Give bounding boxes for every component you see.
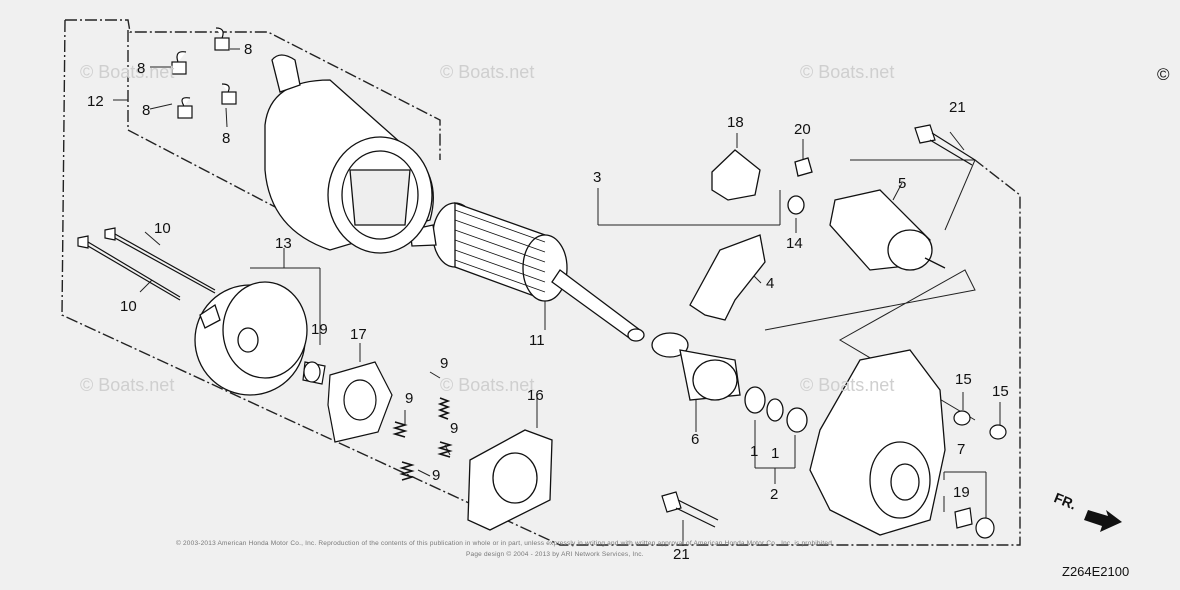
nut-parts [787, 157, 813, 215]
callout-2[interactable]: 2 [770, 486, 779, 503]
lever-holder-part [711, 149, 761, 201]
callout-8[interactable]: 8 [142, 102, 151, 119]
shift-lever-part [689, 234, 766, 321]
callout-21[interactable]: 21 [673, 546, 690, 563]
solenoid-bolt-part [914, 124, 976, 166]
callout-13[interactable]: 13 [275, 235, 292, 252]
bushing-part [302, 361, 326, 385]
callout-11[interactable]: 11 [529, 332, 545, 349]
watermark: © Boats.net [800, 62, 895, 82]
callout-8[interactable]: 8 [137, 60, 146, 77]
watermark: © Boats.net [80, 62, 175, 82]
callout-9[interactable]: 9 [440, 355, 449, 372]
front-bushing-parts [954, 507, 995, 539]
yoke-housing-part [264, 54, 434, 254]
copyright-line-2: Page design © 2004 - 2013 by ARI Network… [466, 551, 644, 558]
callout-18[interactable]: 18 [727, 114, 744, 131]
callout-21[interactable]: 21 [949, 99, 966, 116]
callout-10[interactable]: 10 [120, 298, 137, 315]
watermark: © Boats.net [440, 62, 535, 82]
callout-9[interactable]: 9 [450, 420, 459, 437]
front-arrow-icon [1084, 510, 1122, 532]
callout-17[interactable]: 17 [350, 326, 367, 343]
pinion-part [651, 332, 741, 401]
through-bolt-parts [77, 227, 216, 301]
armature-part [409, 202, 645, 342]
copyright-symbol: © [1157, 65, 1170, 84]
callout-15[interactable]: 15 [992, 383, 1009, 400]
plate-part [327, 361, 393, 443]
watermark: © Boats.net [440, 375, 535, 395]
callout-14[interactable]: 14 [786, 235, 803, 252]
callout-8[interactable]: 8 [222, 130, 231, 147]
callout-19[interactable]: 19 [311, 321, 328, 338]
callout-10[interactable]: 10 [154, 220, 171, 237]
callout-15[interactable]: 15 [955, 371, 972, 388]
callout-16[interactable]: 16 [527, 387, 544, 404]
housing-bolt-part [661, 491, 719, 528]
callout-1[interactable]: 1 [750, 443, 759, 460]
copyright-line-1: © 2003-2013 American Honda Motor Co., In… [176, 540, 835, 547]
callout-1[interactable]: 1 [771, 445, 780, 462]
callout-5[interactable]: 5 [898, 175, 907, 192]
assembly-boundary [61, 19, 1021, 546]
spring-parts [392, 397, 453, 481]
callout-9[interactable]: 9 [432, 467, 441, 484]
watermark: © Boats.net [80, 375, 175, 395]
flange-nut-parts [953, 410, 1007, 440]
brush-holder-part [467, 429, 553, 531]
callout-19[interactable]: 19 [953, 484, 970, 501]
callout-9[interactable]: 9 [405, 390, 414, 407]
brush-parts [171, 27, 237, 119]
diagram-code: Z264E2100 [1062, 564, 1130, 579]
callout-3[interactable]: 3 [593, 169, 602, 186]
callout-12[interactable]: 12 [87, 93, 104, 110]
solenoid-part [829, 189, 946, 271]
watermark: © Boats.net [800, 375, 895, 395]
callout-7[interactable]: 7 [957, 441, 966, 458]
front-housing-part [809, 349, 946, 536]
washer-parts [744, 386, 808, 433]
callout-4[interactable]: 4 [766, 275, 775, 292]
callout-20[interactable]: 20 [794, 121, 811, 138]
rear-cover-part [194, 281, 308, 396]
callout-6[interactable]: 6 [691, 431, 700, 448]
callout-8[interactable]: 8 [244, 41, 253, 58]
